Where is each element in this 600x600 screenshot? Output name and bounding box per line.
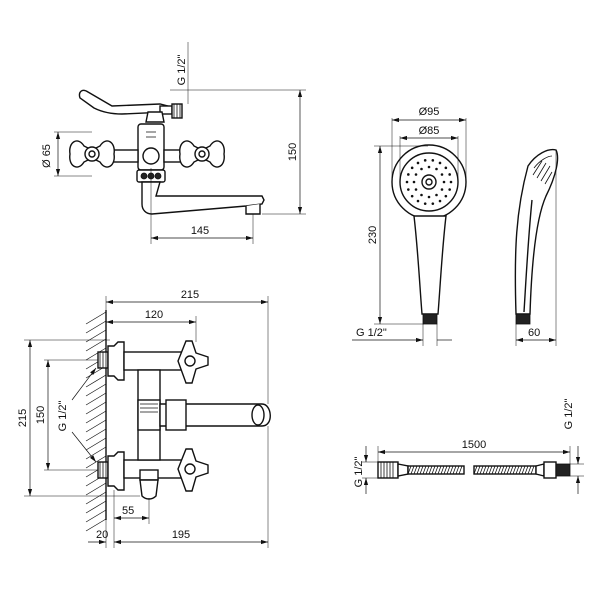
spout-top-view [159, 403, 271, 427]
dim-front-diameter: Ø 65 [41, 144, 53, 168]
shower-thread [422, 313, 438, 325]
dim-hose-thread-right: G 1/2" [563, 399, 575, 430]
dim-front-thread: G 1/2" [176, 55, 188, 86]
dim-front-height: 150 [287, 143, 299, 161]
shower-spray-nozzles [405, 159, 453, 205]
dim-top-height: 215 [17, 409, 29, 427]
hose-nut-right [543, 461, 557, 479]
hose-section-left [407, 465, 465, 475]
dim-top-55: 55 [122, 505, 134, 517]
dim-top-thread: G 1/2" [57, 401, 69, 432]
hand-shower-front: Ø95 Ø85 230 G 1/2" [352, 106, 467, 346]
dim-top-width: 215 [181, 289, 199, 301]
dim-shower-length: 230 [367, 226, 379, 244]
mixer-front-view: 150 G 1/2" Ø 65 145 [41, 42, 306, 244]
dim-shower-d95: Ø95 [419, 106, 440, 118]
shower-handle [413, 215, 447, 315]
shower-side-profile [514, 148, 559, 315]
dim-top-195: 195 [172, 529, 190, 541]
left-cross-handle [69, 140, 115, 168]
dim-shower-d85: Ø85 [419, 125, 440, 137]
shower-hose: 1500 G 1/2" G 1/2" [353, 399, 584, 494]
right-cross-handle [179, 140, 225, 168]
dim-top-20: 20 [96, 529, 108, 541]
mixer-top-view: 215 120 215 150 G 1/2" 55 20 195 [17, 289, 271, 548]
dim-front-spout: 145 [191, 225, 209, 237]
shower-holder [139, 469, 159, 481]
top-cross-handle-upper [177, 340, 209, 384]
top-cross-handle-lower [177, 448, 209, 492]
dim-shower-thread: G 1/2" [356, 327, 387, 339]
dim-top-spacing: 150 [35, 406, 47, 424]
dim-hose-length: 1500 [462, 439, 486, 451]
hand-shower-side: 60 [514, 148, 559, 346]
dim-top-handle: 120 [145, 309, 163, 321]
wall-hatching [85, 311, 107, 532]
bath-spout [141, 181, 265, 215]
dim-shower-width: 60 [528, 327, 540, 339]
dim-hose-thread-left: G 1/2" [353, 457, 365, 488]
mixer-lever [78, 89, 169, 115]
